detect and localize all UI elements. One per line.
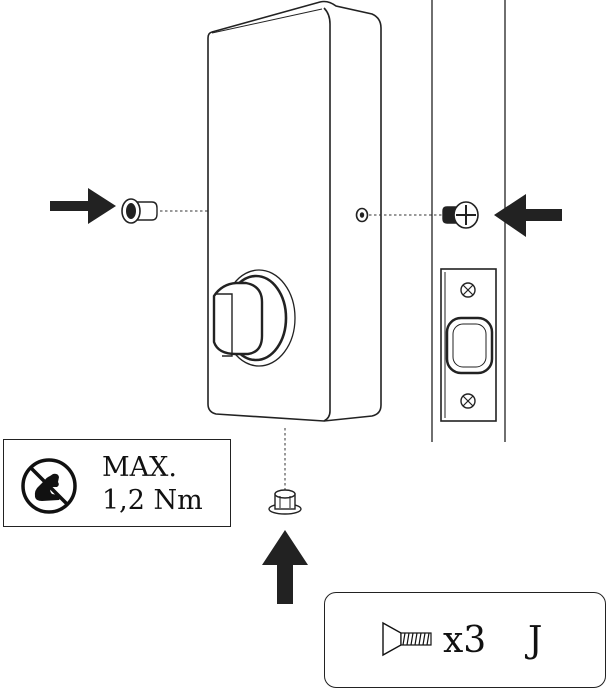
countersunk-screw-icon — [382, 621, 432, 657]
thumb-turn — [212, 269, 296, 367]
alignment-lines — [160, 210, 445, 490]
screw-quantity: x3 — [443, 620, 487, 661]
lock-housing — [207, 0, 382, 422]
left-arrow-icon — [50, 188, 116, 224]
up-arrow-icon — [262, 530, 308, 604]
part-letter: J — [528, 620, 543, 661]
right-arrow-icon — [494, 194, 562, 237]
parts-callout: x3 J — [324, 592, 606, 688]
right-phillips-screw — [442, 201, 479, 229]
torque-value: 1,2 Nm — [102, 485, 203, 516]
left-shoulder-screw — [121, 198, 158, 224]
side-screw-hole — [355, 207, 369, 223]
torque-note: MAX. 1,2 Nm — [3, 439, 231, 527]
strike-plate — [440, 268, 497, 422]
bottom-spindle-screw — [268, 489, 302, 515]
no-excessive-force-icon — [21, 458, 77, 514]
torque-max-label: MAX. — [102, 452, 177, 483]
